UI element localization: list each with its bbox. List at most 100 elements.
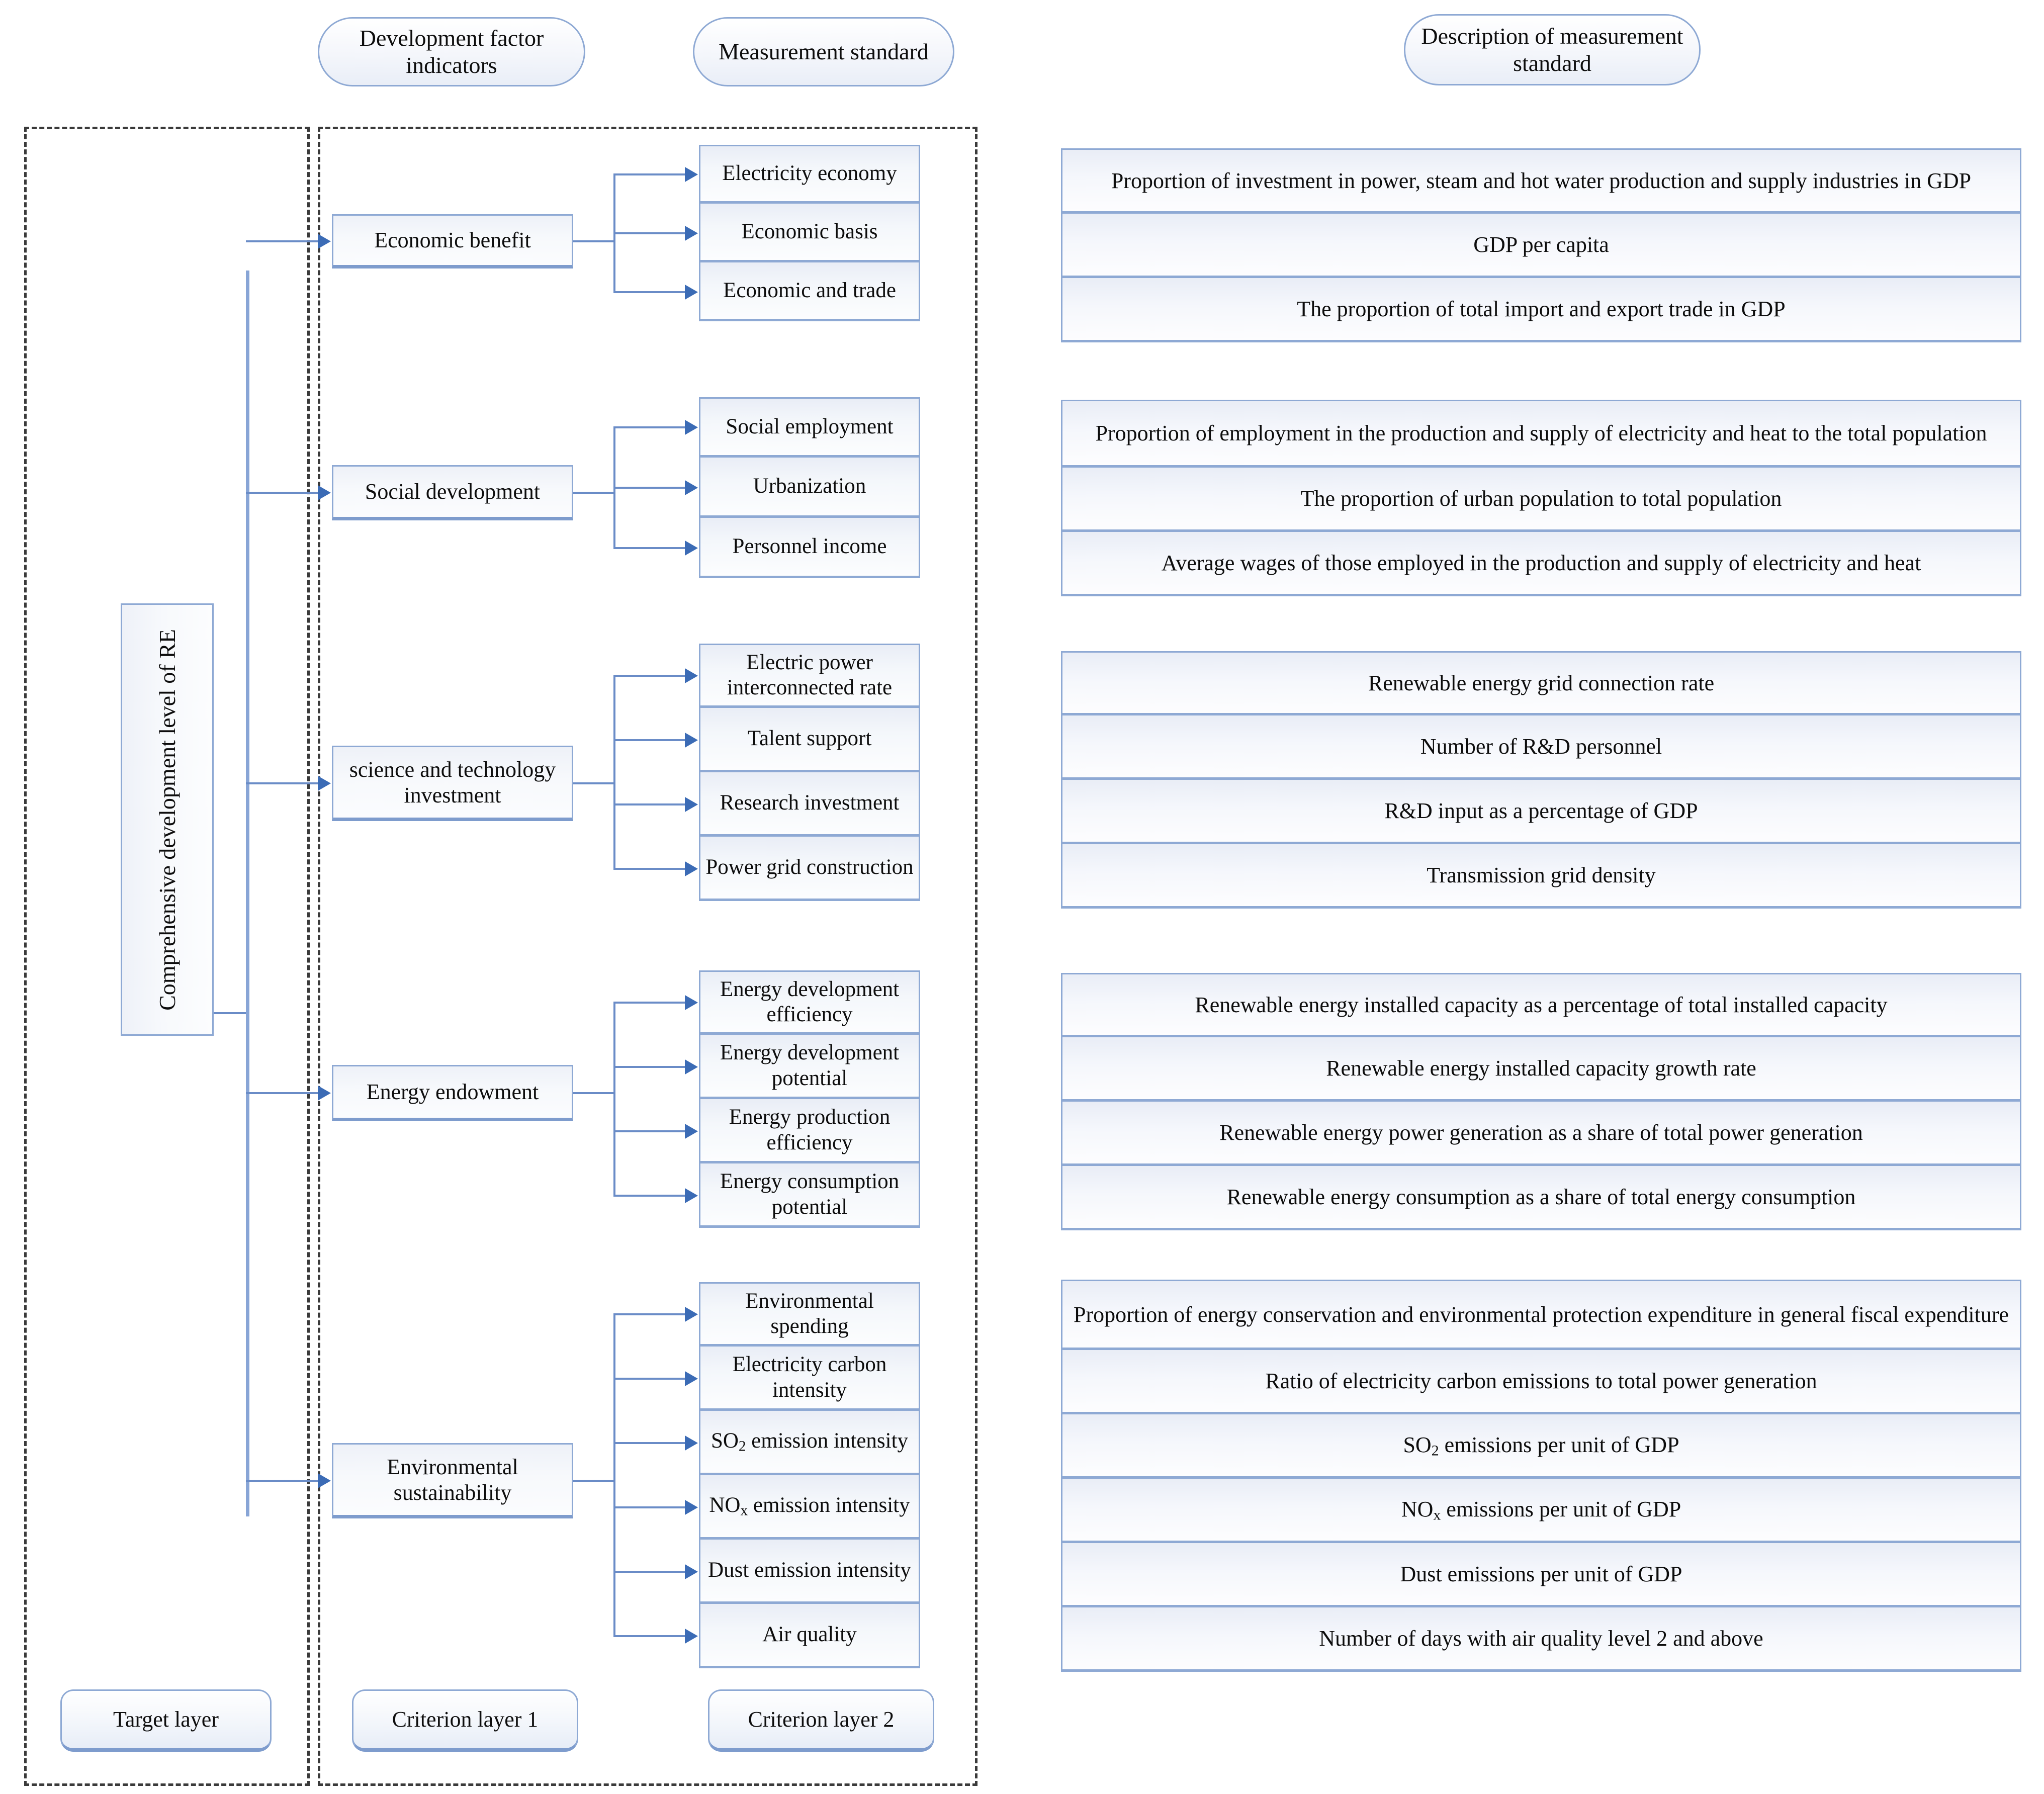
header-development-factor-indicators: Development factor indicators <box>318 17 585 86</box>
description-cell-label: The proportion of total import and expor… <box>1297 297 1786 321</box>
fanout-arrow-5-5 <box>685 1564 698 1579</box>
measure-cell-5-2: Electricity carbon intensity <box>699 1347 920 1411</box>
measure-cell-label: Personnel income <box>732 534 887 559</box>
fanout-arrow-3-3 <box>685 797 698 812</box>
description-cell-1-2: GDP per capita <box>1061 214 2021 278</box>
fanout-arrow-4-1 <box>685 995 698 1010</box>
description-cell-4-3: Renewable energy power generation as a s… <box>1061 1102 2021 1166</box>
description-cell-label: Proportion of employment in the producti… <box>1095 421 1987 445</box>
spine-branch-arrow-2 <box>318 485 331 500</box>
description-cell-4-1: Renewable energy installed capacity as a… <box>1061 973 2021 1037</box>
measure-cell-label: Social employment <box>726 414 894 438</box>
measure-cell-label: Electricity carbon intensity <box>732 1353 887 1402</box>
factor-box-5: Environmental sustainability <box>332 1443 573 1518</box>
spine-branch-4 <box>246 1092 319 1094</box>
fanout-arm-1-3 <box>613 291 686 293</box>
description-cell-label: Renewable energy power generation as a s… <box>1219 1120 1863 1145</box>
measure-cell-5-1: Environmental spending <box>699 1282 920 1347</box>
fanout-bus-3 <box>613 676 615 869</box>
fanout-arm-1-1 <box>613 173 686 175</box>
description-cell-5-5: Dust emissions per unit of GDP <box>1061 1543 2021 1607</box>
spine-branch-arrow-4 <box>318 1086 331 1101</box>
layer-label-criterion-1: Criterion layer 1 <box>352 1689 578 1752</box>
layer-label-text: Criterion layer 1 <box>392 1707 539 1732</box>
fanout-arrow-5-4 <box>685 1500 698 1515</box>
measure-cell-1-2: Economic basis <box>699 204 920 262</box>
fanout-arrow-1-3 <box>685 284 698 300</box>
measure-cell-5-5: Dust emission intensity <box>699 1540 920 1604</box>
spine-branch-2 <box>246 492 319 494</box>
fanout-arm-2-3 <box>613 547 686 549</box>
layer-label-text: Criterion layer 2 <box>748 1707 895 1732</box>
measure-cell-3-1: Electric power interconnected rate <box>699 644 920 708</box>
measure-cell-2-3: Personnel income <box>699 518 920 578</box>
fanout-arm-2-2 <box>613 487 686 489</box>
description-cell-label: Number of R&D personnel <box>1420 734 1662 759</box>
target-box-label: Comprehensive development level of RE <box>154 629 180 1011</box>
fanout-arm-5-5 <box>613 1571 686 1573</box>
factor-box-label: science and technology investment <box>349 757 556 808</box>
description-cell-label: GDP per capita <box>1473 232 1609 257</box>
fanout-arrow-5-3 <box>685 1436 698 1451</box>
factor-box-label: Social development <box>365 479 541 504</box>
measure-cell-label: Power grid construction <box>705 855 914 879</box>
fanout-arm-3-4 <box>613 868 686 870</box>
fanout-arm-1-2 <box>613 232 686 234</box>
description-cell-label: Renewable energy consumption as a share … <box>1226 1185 1856 1209</box>
measure-cell-label: Air quality <box>762 1623 857 1647</box>
fanout-arrow-4-2 <box>685 1059 698 1074</box>
description-cell-5-1: Proportion of energy conservation and en… <box>1061 1280 2021 1350</box>
measure-cell-4-2: Energy development potential <box>699 1035 920 1099</box>
fanout-bus-4 <box>613 1003 615 1196</box>
fanout-stem-5 <box>573 1480 615 1482</box>
description-cell-2-3: Average wages of those employed in the p… <box>1061 532 2021 596</box>
fanout-stem-4 <box>573 1092 615 1094</box>
fanout-arm-5-1 <box>613 1313 686 1315</box>
description-cell-3-2: Number of R&D personnel <box>1061 715 2021 780</box>
factor-box-label: Energy endowment <box>366 1080 539 1105</box>
description-cell-2-1: Proportion of employment in the producti… <box>1061 400 2021 468</box>
measure-cell-label: Electricity economy <box>722 161 897 186</box>
fanout-arrow-3-2 <box>685 733 698 748</box>
layer-label-text: Target layer <box>113 1707 219 1732</box>
fanout-arm-4-3 <box>613 1130 686 1132</box>
description-cell-4-2: Renewable energy installed capacity grow… <box>1061 1037 2021 1102</box>
fanout-arrow-5-2 <box>685 1371 698 1386</box>
measure-cell-label: Research investment <box>720 791 900 815</box>
target-spine-stub <box>214 1012 249 1014</box>
measure-cell-label: Energy production efficiency <box>729 1105 891 1154</box>
spine-branch-arrow-3 <box>318 776 331 791</box>
measure-cell-5-3: SO2 emission intensity <box>699 1411 920 1475</box>
measure-cell-label: NOx emission intensity <box>709 1493 910 1519</box>
fanout-arrow-3-4 <box>685 861 698 876</box>
fanout-arrow-4-3 <box>685 1124 698 1139</box>
target-layer-frame <box>24 127 310 1786</box>
measure-cell-label: Electric power interconnected rate <box>727 650 893 699</box>
description-cell-label: Proportion of energy conservation and en… <box>1074 1302 2009 1327</box>
fanout-stem-2 <box>573 492 615 494</box>
description-cell-5-3: SO2 emissions per unit of GDP <box>1061 1414 2021 1479</box>
target-spine-vertical <box>246 271 249 1516</box>
fanout-arm-2-1 <box>613 426 686 428</box>
header-label: Description of measurement standard <box>1421 23 1683 76</box>
fanout-stem-1 <box>573 240 615 242</box>
fanout-arm-5-3 <box>613 1442 686 1444</box>
criterion-layers-frame <box>318 127 977 1786</box>
fanout-arrow-1-2 <box>685 225 698 241</box>
measure-cell-3-4: Power grid construction <box>699 837 920 901</box>
description-cell-label: Renewable energy installed capacity as a… <box>1195 992 1888 1017</box>
description-cell-5-2: Ratio of electricity carbon emissions to… <box>1061 1350 2021 1414</box>
spine-branch-arrow-1 <box>318 234 331 249</box>
description-cell-label: Number of days with air quality level 2 … <box>1319 1626 1763 1651</box>
measure-cell-3-3: Research investment <box>699 772 920 837</box>
spine-branch-5 <box>246 1480 319 1482</box>
fanout-arm-4-2 <box>613 1066 686 1068</box>
fanout-arm-5-2 <box>613 1378 686 1380</box>
description-cell-4-4: Renewable energy consumption as a share … <box>1061 1166 2021 1230</box>
description-cell-label: Average wages of those employed in the p… <box>1161 551 1921 575</box>
measure-cell-4-3: Energy production efficiency <box>699 1099 920 1163</box>
measure-cell-label: Energy development efficiency <box>720 977 900 1026</box>
fanout-arrow-5-1 <box>685 1307 698 1322</box>
measure-cell-1-1: Electricity economy <box>699 145 920 204</box>
measure-cell-4-4: Energy consumption potential <box>699 1163 920 1228</box>
